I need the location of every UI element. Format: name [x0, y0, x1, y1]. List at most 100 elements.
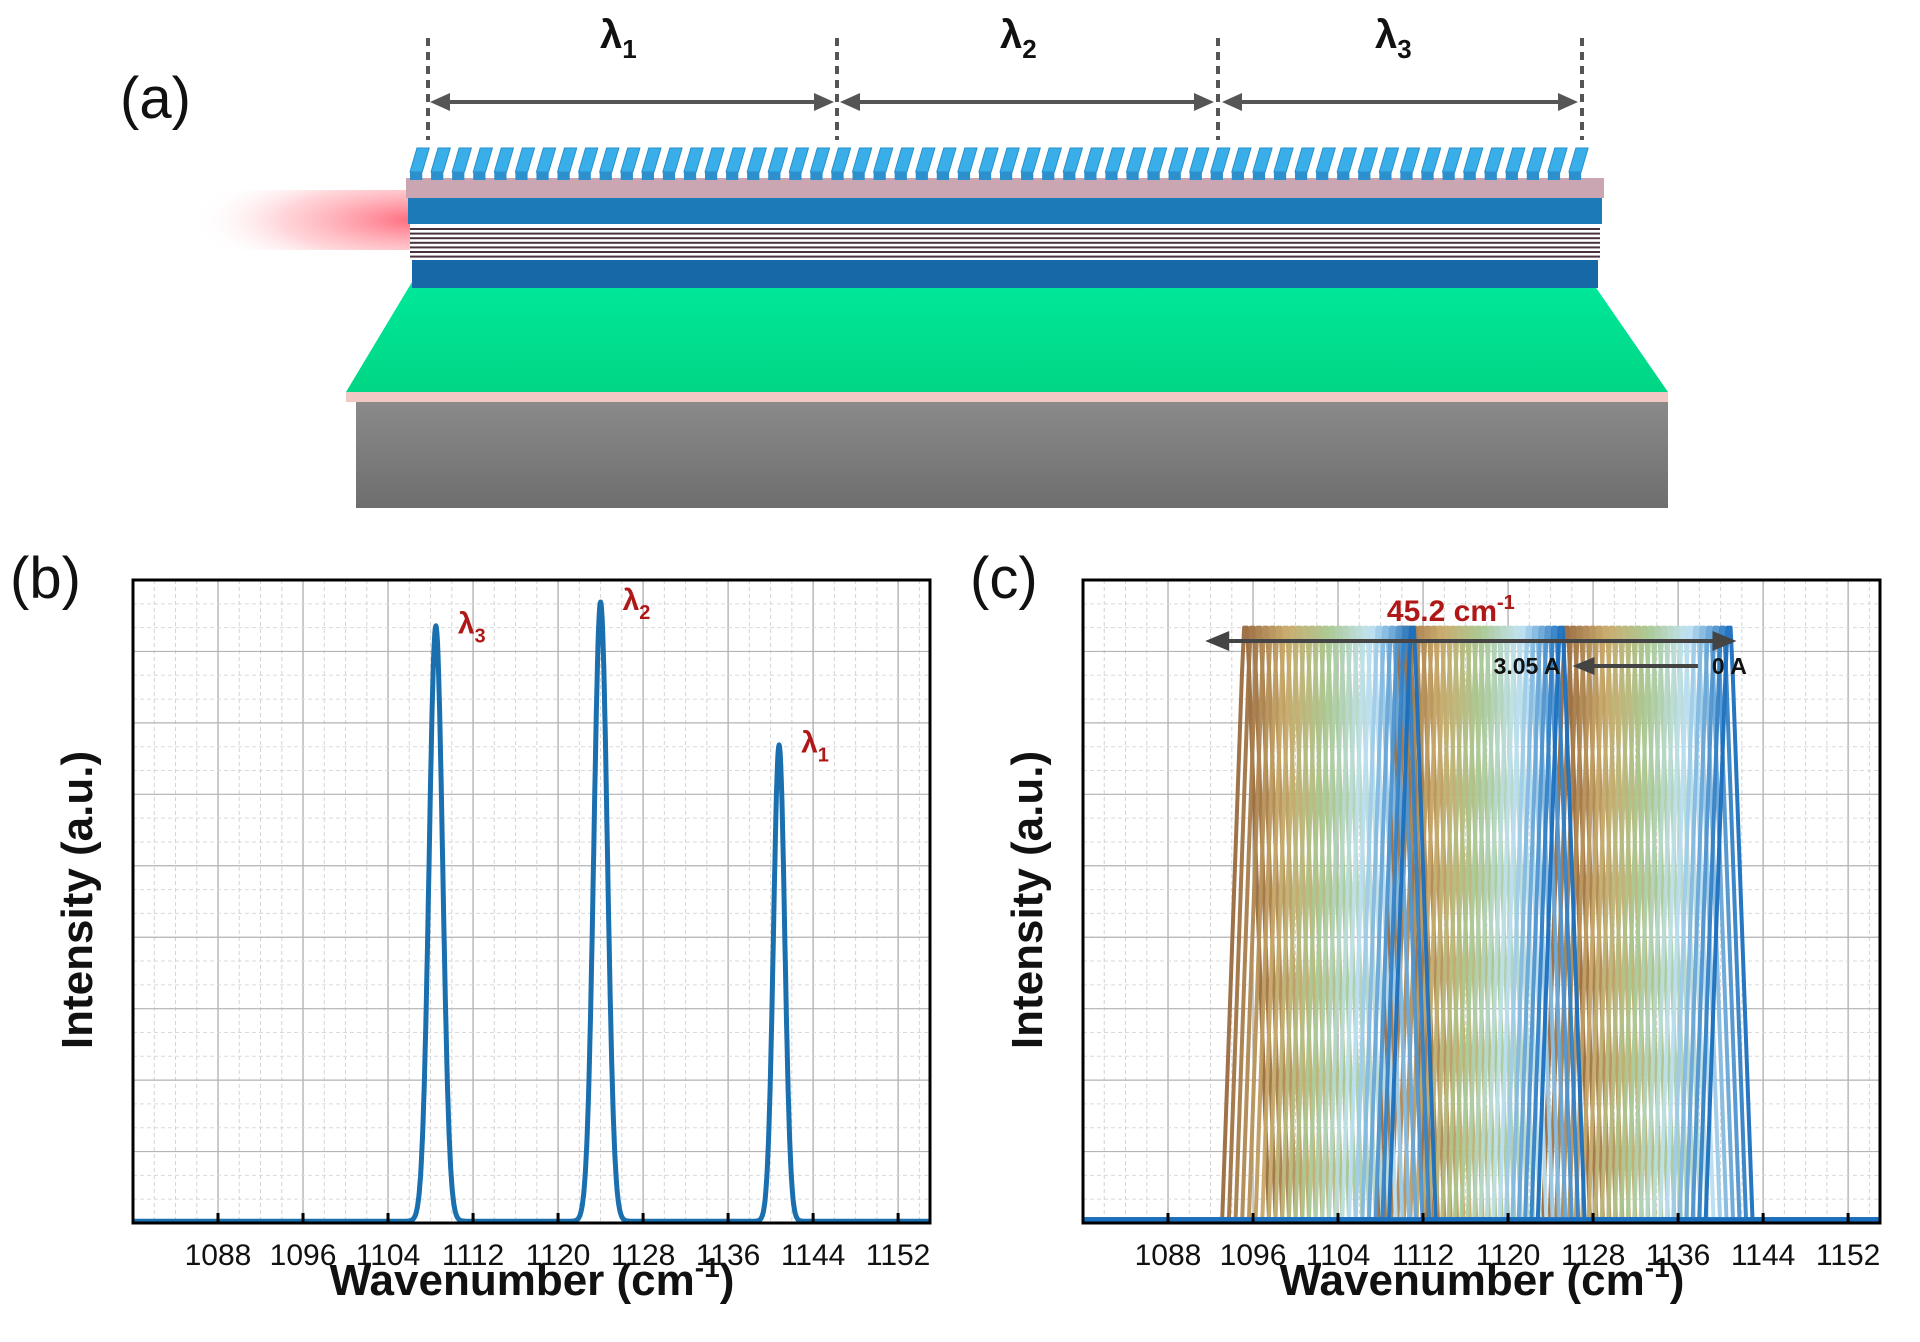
chart-b-x-tick-label: 1104: [356, 1239, 421, 1272]
grating-tooth: [598, 147, 620, 173]
grating-tooth: [809, 147, 831, 173]
current-start-label: 3.05 A: [1494, 653, 1561, 679]
grating-tooth: [1210, 147, 1231, 173]
spectrum-line: [1083, 625, 1880, 1222]
grating-tooth-side: [662, 172, 676, 180]
grating-tooth-side: [599, 172, 612, 180]
panel-b-label: (b): [10, 546, 81, 611]
chart-b-x-tick-label: 1096: [270, 1239, 337, 1272]
grating-tooth-side: [1337, 172, 1350, 180]
grating-tooth-side: [1316, 172, 1329, 180]
grating-tooth: [1020, 147, 1041, 173]
chart-c-x-tick-label: 1136: [1646, 1239, 1711, 1272]
grating-tooth-side: [1105, 172, 1118, 180]
grating-tooth-side: [957, 172, 971, 180]
spectrum-line: [1083, 625, 1880, 1222]
grating-tooth-side: [473, 172, 486, 180]
grating-tooth-side: [1189, 172, 1202, 180]
grating-tooth: [1294, 147, 1315, 173]
grating-tooth-side: [1442, 172, 1455, 180]
grating-tooth: [472, 147, 494, 173]
grating-tooth-side: [1568, 172, 1582, 180]
grating-tooth: [451, 147, 473, 173]
active-region: [410, 224, 1600, 260]
spectrum-line: [1083, 625, 1880, 1222]
tuning-range-arrowhead: [1712, 631, 1737, 651]
peak-label: λ2: [623, 584, 651, 624]
grating-tooth: [1231, 147, 1252, 173]
grating-tooth: [409, 147, 430, 173]
tuning-range-arrowhead: [1205, 631, 1230, 651]
grating-tooth: [1420, 147, 1442, 173]
grating-tooth: [1083, 147, 1105, 173]
quantum-well-layer: [410, 246, 1600, 249]
grating-tooth: [788, 147, 810, 173]
grating-tooth: [936, 147, 957, 173]
grating-tooth-side: [1547, 172, 1561, 180]
grating-tooth: [978, 147, 999, 173]
spectrum-line: [1083, 625, 1880, 1222]
grating-tooth: [999, 147, 1020, 173]
grating-tooth-side: [768, 172, 781, 180]
grating-tooth: [535, 147, 557, 173]
spectrum-line: [1083, 625, 1880, 1222]
quantum-well-layer: [410, 241, 1600, 244]
chart-b-x-tick-label: 1144: [781, 1239, 846, 1272]
spectrum-line: [1083, 625, 1880, 1222]
grating-tooth-side: [1484, 172, 1497, 180]
grating-tooth-side: [410, 172, 423, 180]
chart-c-x-tick-label: 1088: [1135, 1239, 1202, 1272]
chart-c-x-tick-label: 1152: [1816, 1239, 1881, 1272]
chart-b-y-axis-title: Intensity (a.u.): [53, 751, 102, 1049]
grating-tooth-side: [1463, 172, 1476, 180]
grating-tooth: [1378, 147, 1400, 173]
spectrum-line: [1083, 625, 1880, 1222]
grating-tooth: [1062, 147, 1084, 173]
grating-tooth-side: [705, 172, 718, 180]
grating-tooth: [1167, 147, 1189, 173]
grating-tooth: [725, 147, 746, 173]
quantum-well-layer: [410, 237, 1600, 240]
spectrum-line: [1083, 625, 1880, 1222]
chart-c-x-tick-label: 1128: [1561, 1239, 1626, 1272]
grating-tooth: [662, 147, 683, 173]
ridge-pink-top: [406, 178, 1604, 198]
grating-tooth-side: [1063, 172, 1076, 180]
panel-a-label: (a): [120, 66, 191, 131]
chart-b-x-tick-label: 1136: [696, 1239, 761, 1272]
section-arrow-3: [1222, 93, 1578, 111]
section-label-1: λ1: [600, 13, 637, 64]
grating-tooth-side: [620, 172, 633, 180]
grating-tooth-side: [1421, 172, 1434, 180]
grating-tooth: [746, 147, 768, 173]
grating-tooth-side: [515, 172, 528, 180]
grating-tooth-side: [726, 172, 739, 180]
grating-tooth-side: [1210, 172, 1223, 180]
grating-tooth: [641, 147, 662, 173]
grating-tooth-side: [978, 172, 992, 180]
grating-tooth-side: [1273, 172, 1287, 180]
grating-tooth-side: [557, 172, 570, 180]
grating-tooth-side: [789, 172, 802, 180]
chart-c-x-tick-label: 1096: [1220, 1239, 1287, 1272]
grating-tooth-side: [1168, 172, 1181, 180]
grating-tooth-side: [641, 172, 655, 180]
grating-tooth-side: [1231, 172, 1245, 180]
grating-tooth: [1505, 147, 1526, 173]
chart-b-x-tick-label: 1112: [442, 1239, 504, 1272]
chart-b-plot-frame: [131, 578, 932, 1225]
grating-tooth: [1568, 147, 1589, 173]
grating-tooth: [1125, 147, 1147, 173]
laser-beam: [190, 190, 415, 250]
grating-tooth-side: [1526, 172, 1540, 180]
grating-tooth: [577, 147, 599, 173]
spectrum-line: [1083, 625, 1880, 1222]
section-arrow-2: [840, 93, 1214, 111]
grating-tooth: [514, 147, 536, 173]
grating-tooth: [1315, 147, 1336, 173]
chart-b-grid: [132, 580, 930, 1223]
